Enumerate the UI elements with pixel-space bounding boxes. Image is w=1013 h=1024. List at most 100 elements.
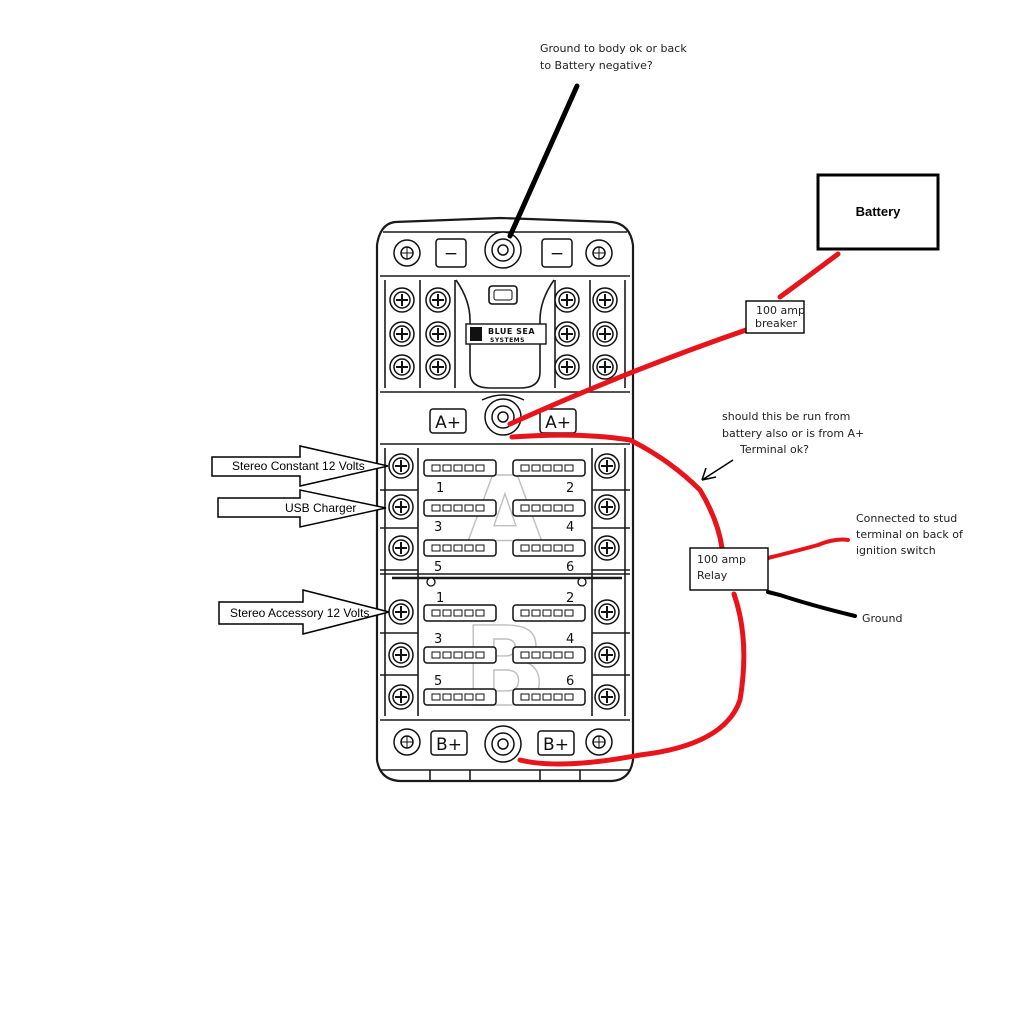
circuit-screws xyxy=(388,453,620,710)
circuit-screw-right-2-cross xyxy=(601,542,613,554)
run-question-line-3: Terminal ok? xyxy=(739,443,809,456)
slot-numbers-b: 1 2 3 4 5 6 xyxy=(434,591,574,689)
circuit-screw-left-1-cross xyxy=(395,501,407,513)
fuse-slot-right-3-tooth xyxy=(553,609,563,617)
fuse-slot-right-5-tooth xyxy=(520,693,530,701)
fuse-slot-left-3-tooth xyxy=(453,609,463,617)
slot-b-2: 2 xyxy=(566,591,574,606)
slot-a-6: 6 xyxy=(566,560,574,575)
negative-screw-1-0-cross xyxy=(432,294,444,306)
negative-screw-1-2-cross xyxy=(432,361,444,373)
negative-screw-0-1-cross xyxy=(396,328,408,340)
fuse-slots xyxy=(423,459,586,706)
fuse-slot-left-5-tooth xyxy=(431,693,441,701)
fuse-slot-right-2-tooth xyxy=(542,544,552,552)
slot-a-5: 5 xyxy=(434,560,442,575)
fuse-slot-left-3-tooth xyxy=(442,609,452,617)
fuse-slot-right-4-tooth xyxy=(520,651,530,659)
negative-screw-1-1-cross xyxy=(432,328,444,340)
stud-note-line-3: ignition switch xyxy=(856,544,936,557)
circuit-screw-right-1-cross xyxy=(601,501,613,513)
stereo-constant-label: Stereo Constant 12 Volts xyxy=(232,459,365,473)
relay-line-2: Relay xyxy=(697,569,728,582)
fuse-slot-right-2-tooth xyxy=(553,544,563,552)
fuse-slot-right-5-tooth xyxy=(531,693,541,701)
negative-label-right: − xyxy=(550,244,564,264)
bus-b xyxy=(393,725,613,763)
bus-a xyxy=(429,394,577,436)
fuse-slot-left-3-tooth xyxy=(475,609,485,617)
negative-screw-0-0-cross xyxy=(396,294,408,306)
a-plus-to-relay-wire xyxy=(509,432,725,551)
negative-screw-3-0-cross xyxy=(599,294,611,306)
fuse-slot-left-2-tooth xyxy=(475,544,485,552)
circuit-screw-left-2-cross xyxy=(395,542,407,554)
logo-line-1: BLUE SEA xyxy=(488,327,535,336)
fuse-slot-left-2-tooth xyxy=(464,544,474,552)
breaker-line-2: breaker xyxy=(755,317,798,330)
fuse-slot-left-4-tooth xyxy=(431,651,441,659)
logo-line-2: SYSTEMS xyxy=(490,337,525,344)
fuse-slot-right-1-tooth xyxy=(531,504,541,512)
circuit-screw-right-3-cross xyxy=(601,606,613,618)
fuse-slot-right-3-tooth xyxy=(520,609,530,617)
stud-note-line-1: Connected to stud xyxy=(856,512,957,525)
slot-b-1: 1 xyxy=(436,591,444,606)
fuse-slot-left-0-tooth xyxy=(431,464,441,472)
fuse-slot-left-3-tooth xyxy=(464,609,474,617)
slot-a-4: 4 xyxy=(566,520,574,535)
bus-b-label-left: B+ xyxy=(436,735,462,755)
fuse-slot-left-0-tooth xyxy=(475,464,485,472)
circuit-arrow-usb: USB Charger xyxy=(217,489,387,528)
fuse-slot-left-1-tooth xyxy=(464,504,474,512)
breaker-to-a-plus-wire xyxy=(507,327,749,427)
relay-box: 100 amp Relay xyxy=(689,547,769,591)
usb-charger-label: USB Charger xyxy=(285,501,356,515)
bus-a-label-right: A+ xyxy=(545,413,571,433)
fuse-slot-left-1-tooth xyxy=(453,504,463,512)
breaker-box: 100 amp breaker xyxy=(745,300,805,334)
fuse-slot-right-3-tooth xyxy=(564,609,574,617)
fuse-slot-right-1-tooth xyxy=(564,504,574,512)
stud-note-line-2: terminal on back of xyxy=(856,528,964,541)
fuse-slot-left-1-tooth xyxy=(475,504,485,512)
run-question-line-2: battery also or is from A+ xyxy=(722,427,864,440)
fuse-slot-left-0-tooth xyxy=(453,464,463,472)
ground-label: Ground xyxy=(862,612,902,625)
circuit-arrow-stereo-constant: Stereo Constant 12 Volts xyxy=(211,445,389,487)
fuse-slot-right-4-tooth xyxy=(542,651,552,659)
circuit-screw-left-4-cross xyxy=(395,649,407,661)
fuse-slot-right-3-tooth xyxy=(542,609,552,617)
circuit-screw-left-0-cross xyxy=(395,460,407,472)
slot-b-3: 3 xyxy=(434,632,442,647)
slot-b-5: 5 xyxy=(434,674,442,689)
fuse-slot-left-5-tooth xyxy=(464,693,474,701)
fuse-slot-right-1-tooth xyxy=(520,504,530,512)
fuse-slot-left-4-tooth xyxy=(453,651,463,659)
fuse-slot-right-0-tooth xyxy=(531,464,541,472)
fuse-slot-right-5-tooth xyxy=(564,693,574,701)
slot-b-4: 4 xyxy=(566,632,574,647)
fuse-slot-left-5-tooth xyxy=(453,693,463,701)
bus-a-label-left: A+ xyxy=(435,413,461,433)
negative-screw-2-1-cross xyxy=(561,328,573,340)
breaker-line-1: 100 amp xyxy=(756,304,805,317)
relay-to-ignition-wire xyxy=(766,537,850,560)
negative-label-left: − xyxy=(444,244,458,264)
fuse-slot-right-5-tooth xyxy=(542,693,552,701)
fuse-slot-right-0-tooth xyxy=(564,464,574,472)
ground-question-line-2: to Battery negative? xyxy=(540,59,653,72)
relay-line-1: 100 amp xyxy=(697,553,746,566)
negative-screw-3-2-cross xyxy=(599,361,611,373)
fuse-slot-right-4-tooth xyxy=(531,651,541,659)
circuit-screw-right-0-cross xyxy=(601,460,613,472)
negative-screw-2-0-cross xyxy=(561,294,573,306)
fuse-slot-right-1-tooth xyxy=(553,504,563,512)
fuse-slot-right-2-tooth xyxy=(531,544,541,552)
negative-screw-2-2-cross xyxy=(561,361,573,373)
circuit-screw-right-4-cross xyxy=(601,649,613,661)
fuse-slot-left-4-tooth xyxy=(442,651,452,659)
fuse-slot-left-4-tooth xyxy=(464,651,474,659)
ground-wire-top xyxy=(507,83,580,239)
